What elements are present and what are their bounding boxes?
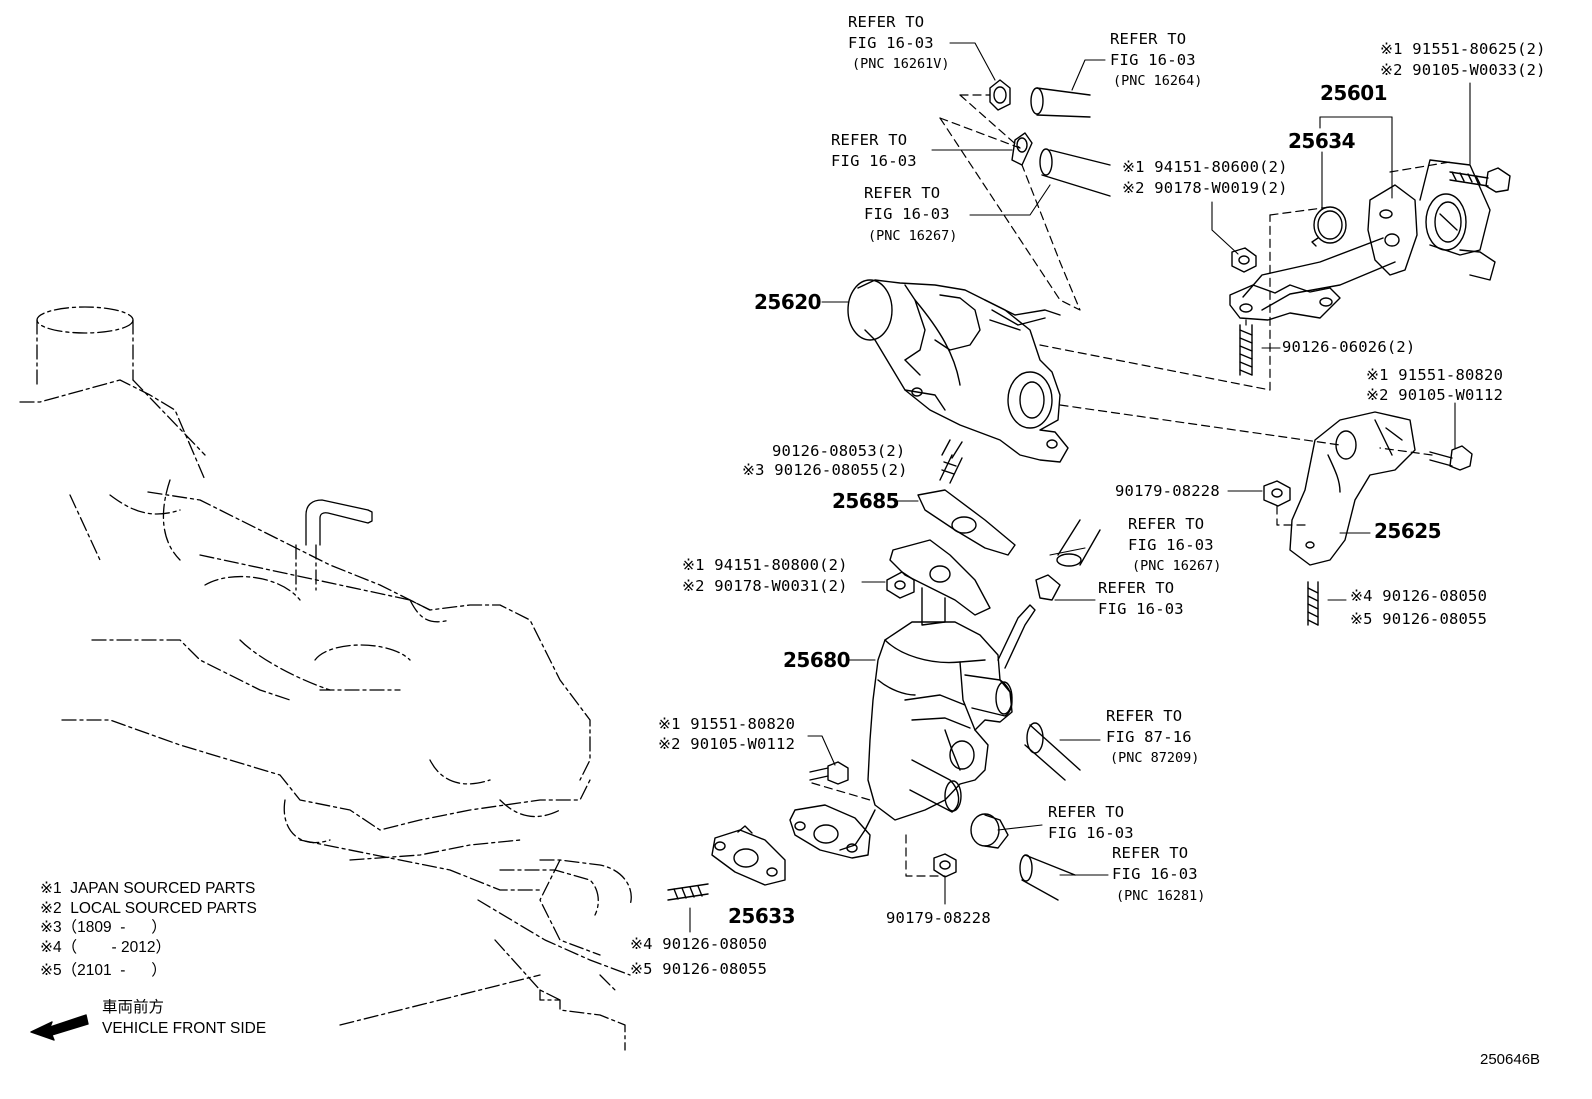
legend-line-5: ※5（2101 - ） <box>40 962 167 979</box>
nut-b2 <box>1231 247 1257 273</box>
callout-5-line2: FIG 16-03 <box>1128 536 1214 554</box>
fastener-b1-line2[interactable]: ※2 90105-W0033(2) <box>1380 61 1546 79</box>
fastener-b4-line2[interactable]: ※2 90105-W0112 <box>1366 386 1504 404</box>
callout-1-line3: (PNC 16261V) <box>852 56 950 72</box>
callout-7-line1: REFER TO <box>1106 707 1183 725</box>
callout-4-line2: FIG 16-03 <box>864 205 950 223</box>
callout-5-line3: (PNC 16267) <box>1132 558 1222 574</box>
legend-line-1: ※1 JAPAN SOURCED PARTS <box>40 880 256 897</box>
callout-2-line3: (PNC 16264) <box>1113 73 1203 89</box>
part-number-25633[interactable]: 25633 <box>728 904 796 928</box>
hose-c9 <box>1019 854 1076 901</box>
legend-line-2: ※2 LOCAL SOURCED PARTS <box>40 900 257 917</box>
nut-b10 <box>933 853 957 878</box>
vehicle-front-label-en: VEHICLE FRONT SIDE <box>102 1020 267 1037</box>
stud-b5 <box>939 439 963 484</box>
fastener-b2-line1[interactable]: ※1 94151-80600(2) <box>1122 158 1288 176</box>
fastener-b1-line1[interactable]: ※1 91551-80625(2) <box>1380 40 1546 58</box>
cooler-flange <box>789 804 871 859</box>
fastener-b11-line2[interactable]: ※5 90126-08055 <box>1350 610 1488 628</box>
fastener-b5-line1[interactable]: 90126-08053(2) <box>772 442 906 460</box>
fastener-b2-line2[interactable]: ※2 90178-W0019(2) <box>1122 179 1288 197</box>
vehicle-front-label-jp: 車両前方 <box>102 999 165 1016</box>
part-number-25634[interactable]: 25634 <box>1288 129 1356 153</box>
bolt-b9 <box>809 761 849 785</box>
part-number-25685[interactable]: 25685 <box>832 489 900 513</box>
gasket-25634 <box>1311 206 1347 247</box>
callout-9-line3: (PNC 16281) <box>1116 888 1206 904</box>
part-number-25680[interactable]: 25680 <box>783 648 851 672</box>
egr-pipe-25601 <box>1229 159 1496 321</box>
part-number-25601[interactable]: 25601 <box>1320 81 1388 105</box>
bolt-b1 <box>1449 167 1511 193</box>
hose-c5 <box>1056 519 1101 567</box>
clamp-c3 <box>1011 132 1033 166</box>
callout-2-line2: FIG 16-03 <box>1110 51 1196 69</box>
gasket-25633 <box>711 825 786 886</box>
clamp-c1 <box>989 79 1011 111</box>
clamp-c8 <box>970 813 1009 849</box>
bracket-25625 <box>1289 411 1416 566</box>
stud-b8 <box>667 883 709 901</box>
callout-7-line2: FIG 87-16 <box>1106 728 1192 746</box>
vehicle-front-arrow-icon <box>30 1014 89 1041</box>
callout-6-line2: FIG 16-03 <box>1098 600 1184 618</box>
fastener-b9-line2[interactable]: ※2 90105-W0112 <box>658 735 796 753</box>
diagram-code: 250646B <box>1480 1051 1541 1068</box>
callout-4-line1: REFER TO <box>864 184 941 202</box>
stud-b11 <box>1307 581 1319 626</box>
fastener-b8-line1[interactable]: ※4 90126-08050 <box>630 935 768 953</box>
fastener-b7-line1[interactable]: ※1 94151-80800(2) <box>682 556 848 574</box>
stud-b3 <box>1239 324 1253 376</box>
legend-line-4: ※4（ - 2012） <box>40 939 172 956</box>
callout-8-line2: FIG 16-03 <box>1048 824 1134 842</box>
fastener-b10[interactable]: 90179-08228 <box>886 909 991 927</box>
leader-lines <box>689 42 1471 933</box>
fastener-b6[interactable]: 90179-08228 <box>1115 482 1220 500</box>
pcv-elbow <box>305 499 373 546</box>
part-number-25620[interactable]: 25620 <box>754 290 822 314</box>
assembly-dashed-lines <box>811 94 1451 877</box>
part-number-25625[interactable]: 25625 <box>1374 519 1442 543</box>
legend-line-3: ※3（1809 - ） <box>40 919 167 936</box>
fastener-b9-line1[interactable]: ※1 91551-80820 <box>658 715 796 733</box>
hose-c7 <box>1024 722 1081 781</box>
callout-9-line1: REFER TO <box>1112 844 1189 862</box>
egr-valve-25620 <box>847 279 1069 463</box>
callout-6-line1: REFER TO <box>1098 579 1175 597</box>
callout-1-line2: FIG 16-03 <box>848 34 934 52</box>
callout-5-line1: REFER TO <box>1128 515 1205 533</box>
fastener-b5-line2[interactable]: ※3 90126-08055(2) <box>742 461 908 479</box>
fastener-b8-line2[interactable]: ※5 90126-08055 <box>630 960 768 978</box>
egr-cooler-25680 <box>839 539 1036 851</box>
callout-9-line2: FIG 16-03 <box>1112 865 1198 883</box>
hose-c2 <box>1030 87 1091 118</box>
fastener-b4-line1[interactable]: ※1 91551-80820 <box>1366 366 1504 384</box>
callout-3-line2: FIG 16-03 <box>831 152 917 170</box>
engine-block-outline <box>19 306 632 1051</box>
fastener-b3[interactable]: 90126-06026(2) <box>1282 338 1416 356</box>
nut-b7 <box>886 571 915 599</box>
callout-8-line1: REFER TO <box>1048 803 1125 821</box>
hose-c4 <box>1039 148 1111 197</box>
nut-b6 <box>1263 480 1291 507</box>
gasket-25685 <box>917 489 1016 556</box>
fastener-b11-line1[interactable]: ※4 90126-08050 <box>1350 587 1488 605</box>
callout-4-line3: (PNC 16267) <box>868 228 958 244</box>
callout-7-line3: (PNC 87209) <box>1110 750 1200 766</box>
callout-2-line1: REFER TO <box>1110 30 1187 48</box>
fastener-b7-line2[interactable]: ※2 90178-W0031(2) <box>682 577 848 595</box>
bolt-b4 <box>1429 445 1473 471</box>
callout-1-line1: REFER TO <box>848 13 925 31</box>
clamp-c6 <box>1035 574 1061 601</box>
callout-3-line1: REFER TO <box>831 131 908 149</box>
